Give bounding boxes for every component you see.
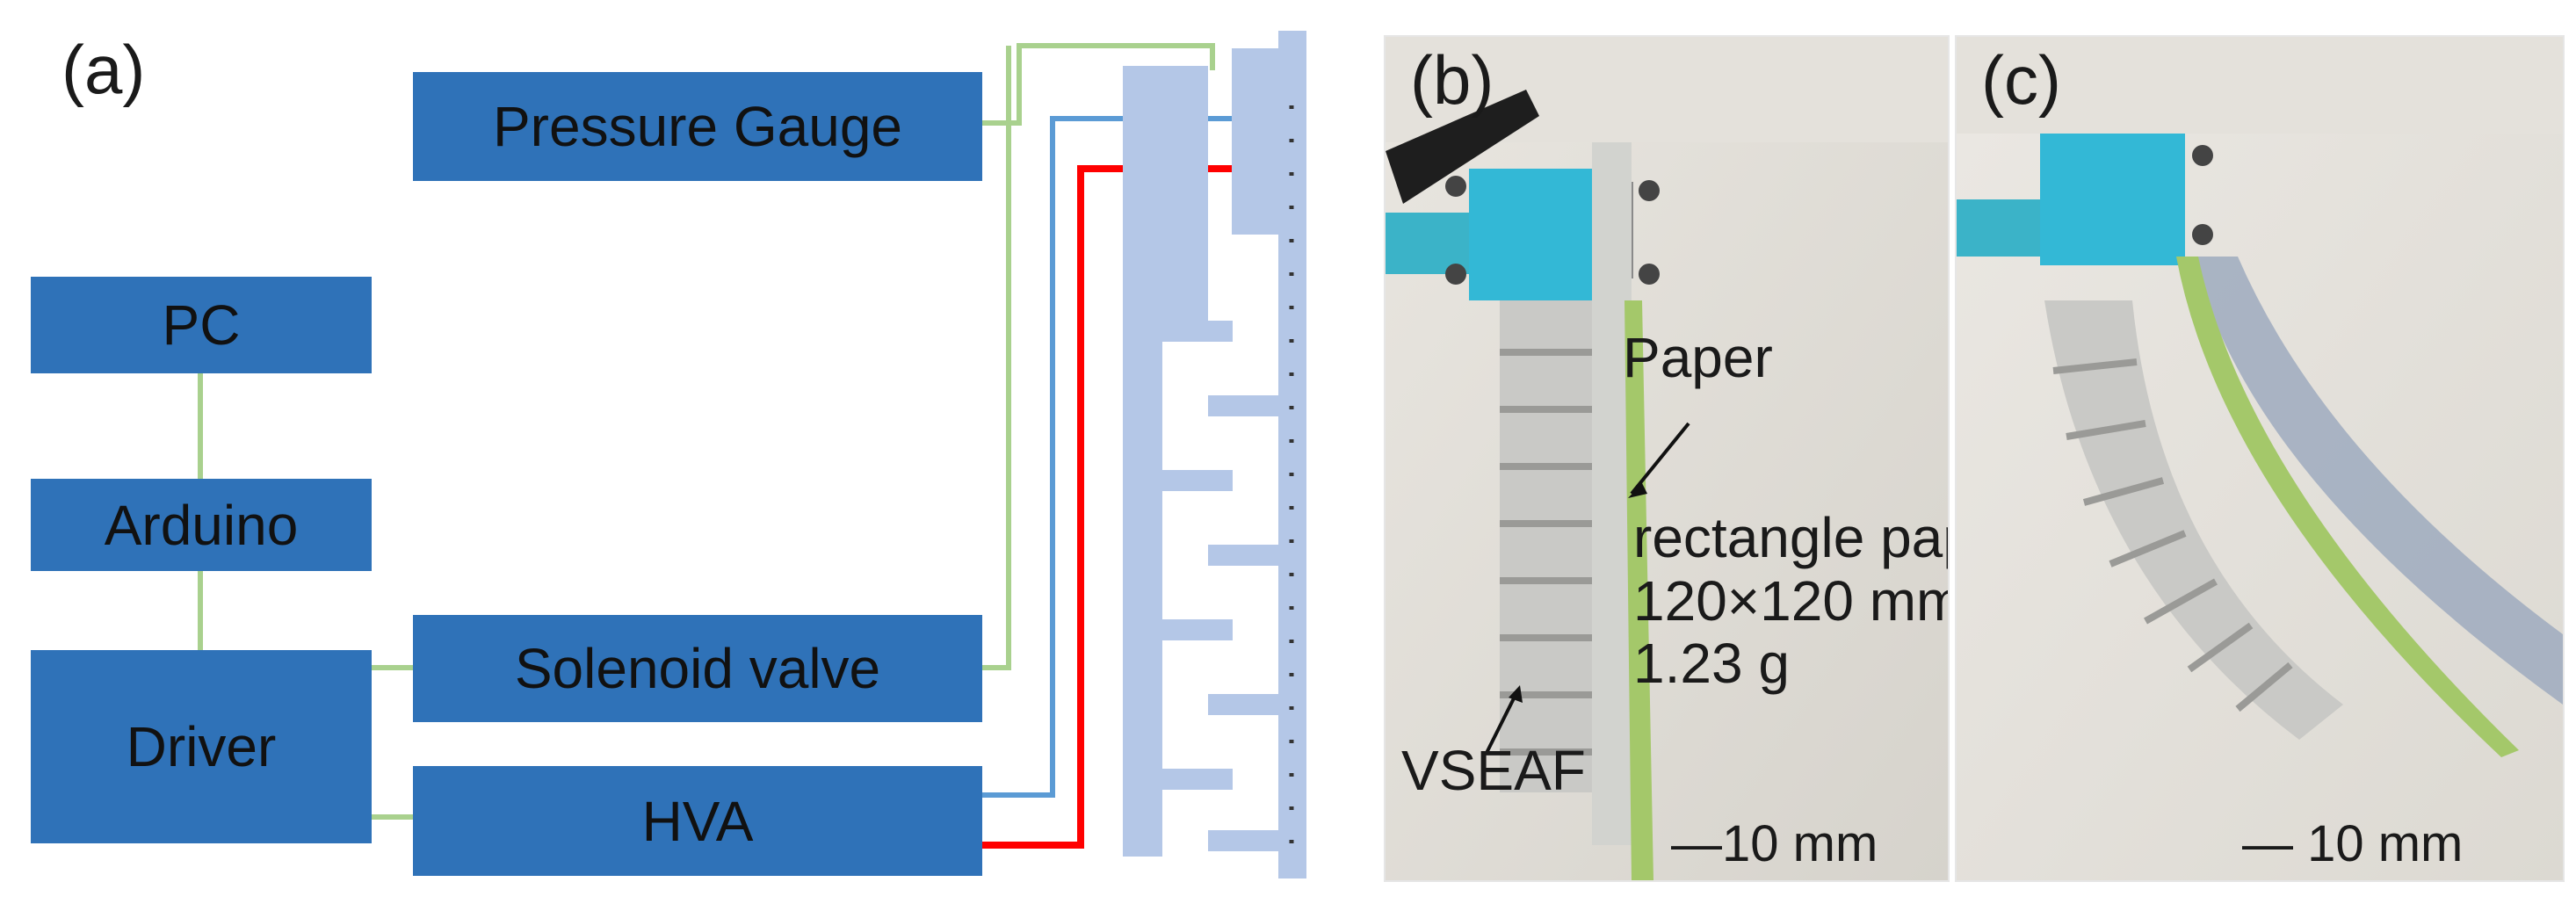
panel-b-label: (b) <box>1410 41 1494 119</box>
vseaf-finger <box>1500 300 1592 792</box>
actuator <box>1123 31 1306 878</box>
driver-box: Driver <box>31 650 372 843</box>
alligator-clip <box>1386 90 1539 204</box>
left-electrode-bar <box>1123 66 1162 857</box>
panel-a-schematic <box>198 31 1306 878</box>
hva-box: HVA <box>413 766 982 876</box>
object-mass: 1.23 g <box>1633 632 1790 696</box>
pc-box: PC <box>31 277 372 373</box>
object-shape: rectangle paper <box>1633 506 1948 569</box>
right-electrode-bar <box>1278 31 1306 878</box>
panel-c-label: (c) <box>1981 41 2061 119</box>
cyan-holder <box>2040 134 2185 265</box>
panel-c-photo: (c) — 10 mm <box>1955 35 2565 882</box>
bent-paper <box>2176 257 2519 757</box>
panel-b-photo-illustration <box>1386 37 1948 880</box>
solenoid-tube <box>982 46 1011 670</box>
top-pad-right <box>1232 48 1278 235</box>
pneumatic-lines <box>198 43 1215 820</box>
arduino-box: Arduino <box>31 479 372 571</box>
top-pad-left <box>1162 66 1208 321</box>
panel-a-label: (a) <box>62 31 146 108</box>
pressure-gauge-box: Pressure Gauge <box>413 72 982 181</box>
panel-c-scale-bar: — 10 mm <box>2242 815 2464 872</box>
curved-finger <box>2044 300 2343 740</box>
paper-sheet <box>1624 300 1653 880</box>
panel-c-photo-illustration <box>1957 37 2563 880</box>
paper-label: Paper <box>1623 326 1773 389</box>
object-size: 120×120 mm <box>1633 568 1950 633</box>
panel-b-scale-bar: —10 mm <box>1671 815 1878 872</box>
panel-b-photo: (b) Paper rectangle paper 120×120 mm 1.2… <box>1384 35 1950 882</box>
object-description: rectangle paper 120×120 mm 1.23 g <box>1633 506 1950 696</box>
vseaf-label: VSEAF <box>1401 739 1586 802</box>
solenoid-valve-box: Solenoid valve <box>413 615 982 722</box>
